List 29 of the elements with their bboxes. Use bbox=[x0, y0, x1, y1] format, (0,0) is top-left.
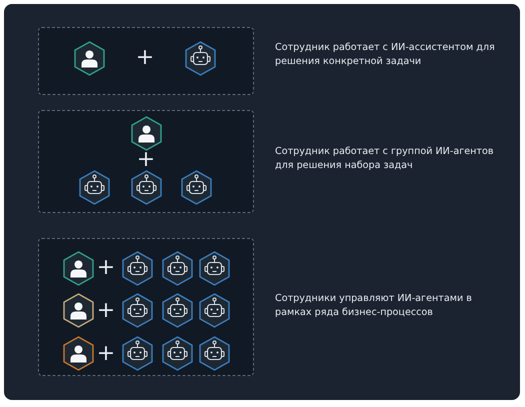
plus-sign: + bbox=[135, 47, 155, 69]
plus-sign: + bbox=[136, 149, 156, 171]
description-text: Сотрудник работает с ИИ-ассистентом для решения конкретной задачи bbox=[275, 41, 496, 69]
robot-hexagon-icon bbox=[199, 336, 230, 371]
robot-hexagon-icon bbox=[122, 251, 153, 286]
robot-hexagon-icon bbox=[181, 170, 212, 205]
robot-hexagon-icon bbox=[122, 293, 153, 328]
person-hexagon-icon bbox=[63, 251, 94, 286]
plus-sign: + bbox=[96, 300, 116, 322]
robot-hexagon-icon bbox=[79, 170, 110, 205]
description-text: Сотрудники управляют ИИ-агентами в рамках ряда бизнес-процессов bbox=[275, 292, 473, 320]
robot-hexagon-icon bbox=[122, 336, 153, 371]
robot-hexagon-icon bbox=[162, 336, 193, 371]
robot-hexagon-icon bbox=[185, 41, 216, 76]
plus-sign: + bbox=[96, 343, 116, 365]
person-hexagon-icon bbox=[131, 116, 162, 151]
description-text: Сотрудник работает с группой ИИ-агентов для решения набора задач bbox=[275, 145, 495, 173]
robot-hexagon-icon bbox=[131, 170, 162, 205]
person-hexagon-icon bbox=[63, 336, 94, 371]
person-hexagon-icon bbox=[63, 293, 94, 328]
robot-hexagon-icon bbox=[162, 293, 193, 328]
plus-sign: + bbox=[96, 257, 116, 279]
dashed-panel bbox=[38, 110, 254, 213]
dashed-panel bbox=[38, 27, 254, 95]
person-hexagon-icon bbox=[74, 41, 105, 76]
robot-hexagon-icon bbox=[199, 293, 230, 328]
dashed-panel bbox=[38, 238, 254, 376]
robot-hexagon-icon bbox=[162, 251, 193, 286]
robot-hexagon-icon bbox=[199, 251, 230, 286]
